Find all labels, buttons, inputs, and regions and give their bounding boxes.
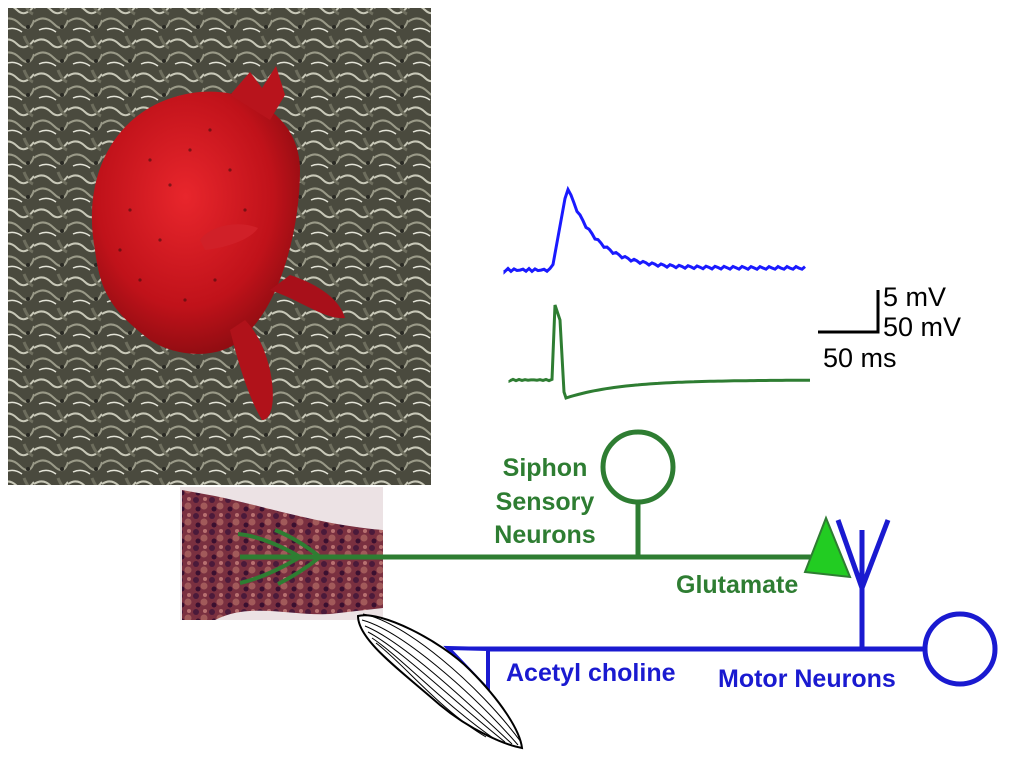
motor-neuron-trace (503, 185, 806, 275)
gill-muscle-icon (356, 613, 524, 750)
sensory-neuron (237, 429, 852, 586)
siphon-tissue-patch (180, 487, 383, 620)
sensory-neuron-trace (508, 304, 810, 400)
sensory-label-line3: Neurons (494, 521, 595, 549)
acetylcholine-label: Acetyl choline (506, 659, 676, 687)
sensory-label-line1: Siphon (503, 454, 588, 482)
motor-neurons-label: Motor Neurons (718, 665, 896, 693)
sensory-label: Siphon Sensory Neurons (494, 454, 595, 549)
scale-bar: 5 mV 50 mV 50 ms (818, 282, 961, 373)
aplysia-sea-hare-photo (8, 8, 431, 485)
motor-dendrites (835, 519, 891, 649)
glutamate-terminal (803, 515, 852, 579)
sensory-label-line2: Sensory (496, 488, 595, 516)
motor-soma (922, 611, 998, 687)
sensory-soma (600, 429, 676, 505)
glutamate-label: Glutamate (676, 571, 798, 599)
scale-time: 50 ms (823, 343, 897, 373)
scale-voltage-top: 5 mV (883, 282, 946, 312)
sensory-dendrites (237, 528, 322, 586)
scale-voltage-bottom: 50 mV (883, 312, 961, 342)
